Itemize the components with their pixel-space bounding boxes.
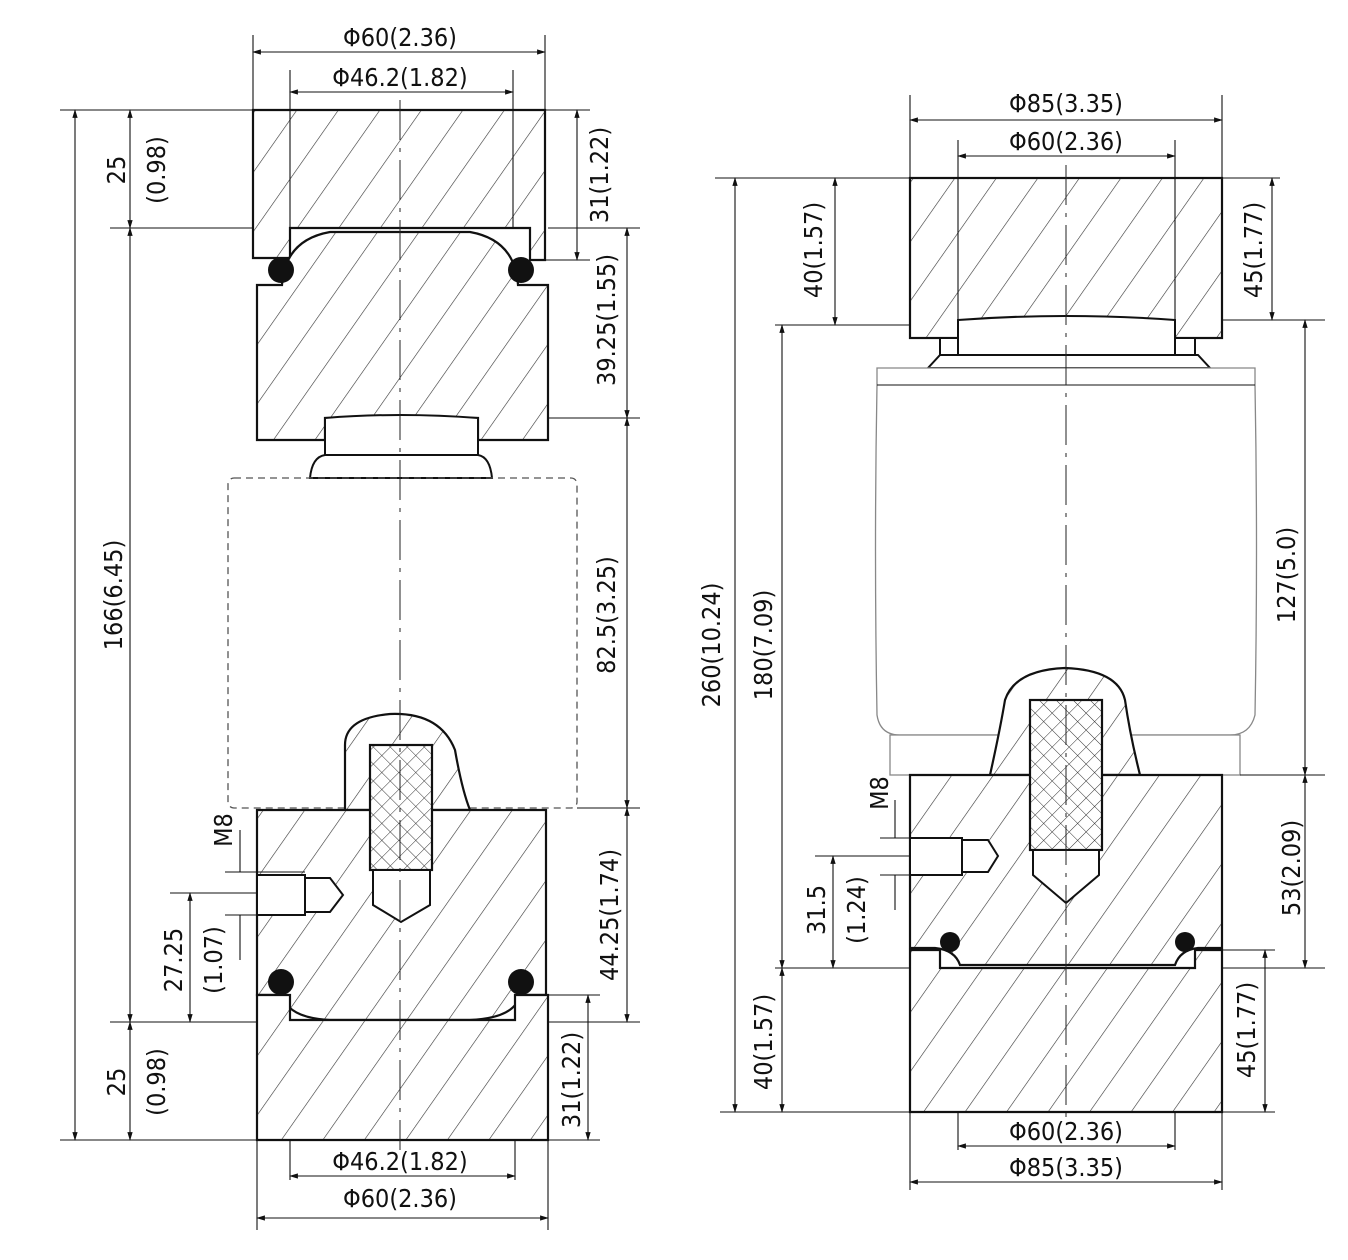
right-seal-ball xyxy=(940,932,960,952)
dim-label: 27.25 xyxy=(159,928,188,992)
right-load-cell-drawing: Φ85(3.35) Φ60(2.36) 40(1.57) 45(1.77) 26… xyxy=(697,89,1325,1190)
dim-label: Φ85(3.35) xyxy=(1009,1153,1123,1182)
dim-label: Φ85(3.35) xyxy=(1009,89,1123,118)
dim-label: 31.5 xyxy=(802,885,831,935)
dim-label: 180(7.09) xyxy=(749,590,778,701)
left-upper-flange xyxy=(308,454,494,479)
dim-label: Φ60(2.36) xyxy=(1009,127,1123,156)
dim-label: 39.25(1.55) xyxy=(592,254,621,386)
dim-label: Φ46.2(1.82) xyxy=(332,63,467,92)
dim-label: 31(1.22) xyxy=(557,1032,586,1128)
dim-label: 31(1.22) xyxy=(585,127,614,223)
dim-label: (0.98) xyxy=(142,1048,171,1116)
dim-label: 260(10.24) xyxy=(697,583,726,708)
dim-label: 53(2.09) xyxy=(1277,820,1306,916)
dim-label: 40(1.57) xyxy=(799,202,828,298)
left-seal-ball xyxy=(508,257,534,283)
dim-label: Φ60(2.36) xyxy=(343,23,457,52)
dim-label: M8 xyxy=(865,776,894,810)
left-bottom-base xyxy=(255,993,550,1142)
dim-label: 166(6.45) xyxy=(99,540,128,651)
left-seal-ball xyxy=(508,969,534,995)
dim-label: (1.24) xyxy=(842,876,871,944)
dim-label: (0.98) xyxy=(142,136,171,204)
left-threaded-hole xyxy=(256,874,345,916)
left-bolt-tip xyxy=(372,869,431,924)
right-threaded-hole xyxy=(909,837,1000,876)
left-load-cell-drawing: Φ60(2.36) Φ46.2(1.82) 25 (0.98) 31(1.22)… xyxy=(60,23,640,1230)
dim-label: 25 xyxy=(102,156,131,185)
dim-label: (1.07) xyxy=(199,926,228,994)
dim-label: 82.5(3.25) xyxy=(592,556,621,674)
dim-label: 40(1.57) xyxy=(749,994,778,1090)
left-seal-ball xyxy=(268,969,294,995)
left-bolt xyxy=(368,743,434,872)
left-top-cap xyxy=(251,108,547,262)
dim-label: 45(1.77) xyxy=(1232,982,1261,1078)
dim-label: 127(5.0) xyxy=(1272,527,1301,623)
dim-label: 25 xyxy=(102,1068,131,1097)
left-seal-ball xyxy=(268,257,294,283)
dim-label: Φ46.2(1.82) xyxy=(332,1147,467,1176)
dim-label: M8 xyxy=(209,813,238,847)
dim-label: Φ60(2.36) xyxy=(343,1184,457,1213)
dim-label: 45(1.77) xyxy=(1239,202,1268,298)
dim-label: 44.25(1.74) xyxy=(595,849,624,981)
dim-label: Φ60(2.36) xyxy=(1009,1117,1123,1146)
left-upper-stem xyxy=(324,414,479,456)
left-upper-piece xyxy=(255,230,550,442)
right-seal-ball xyxy=(1175,932,1195,952)
